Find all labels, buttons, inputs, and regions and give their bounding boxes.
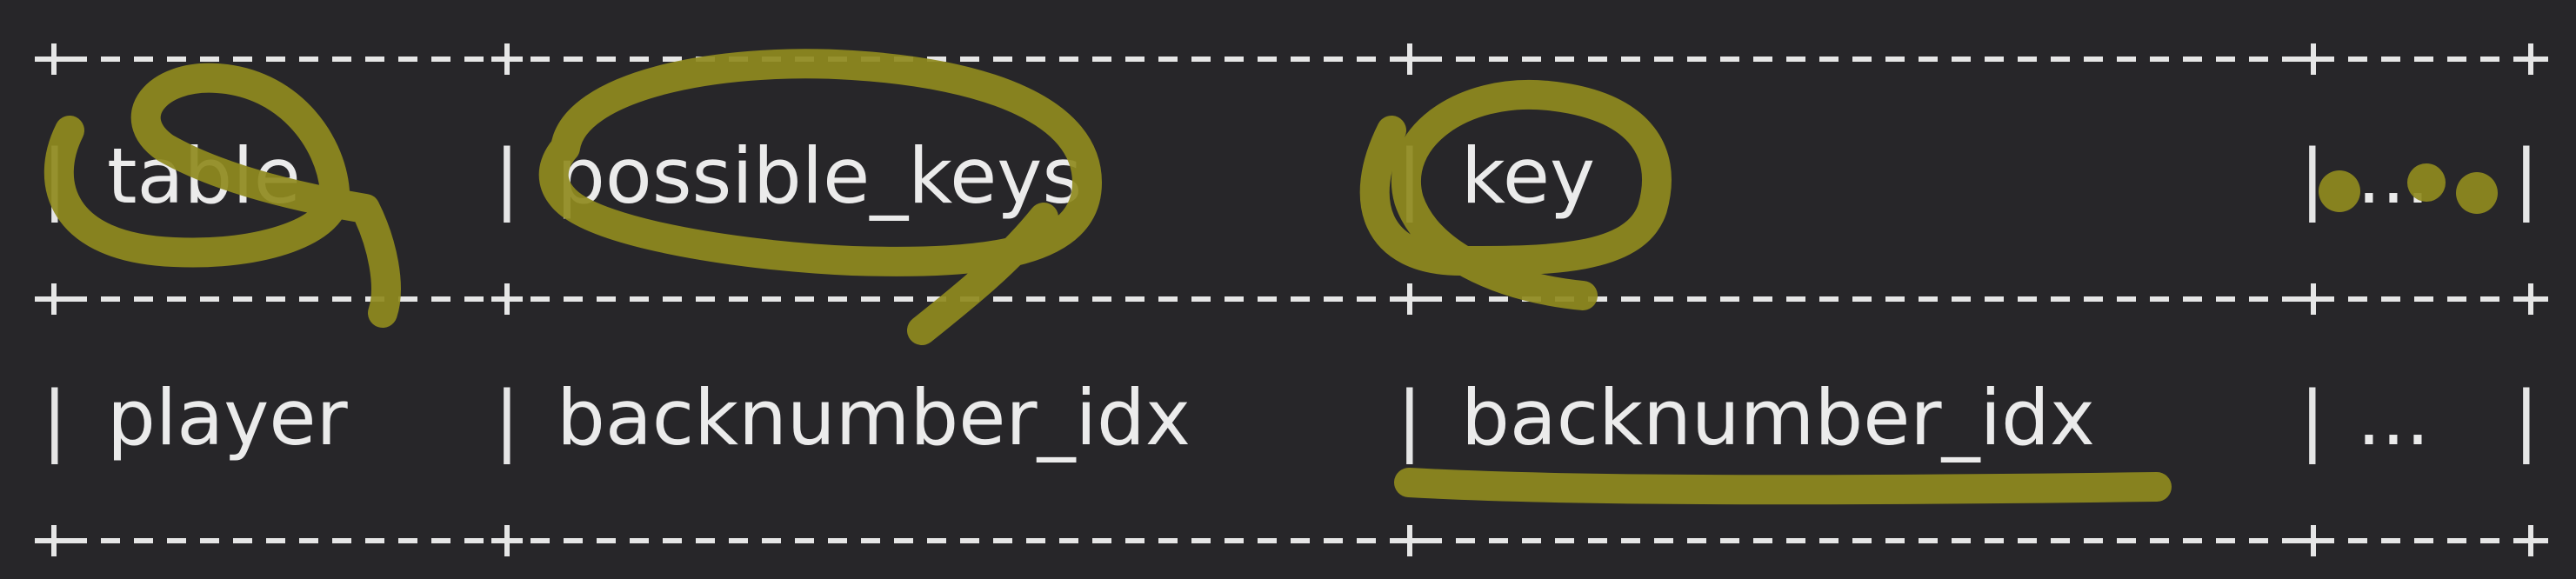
- column-header-key: key: [1461, 131, 1596, 221]
- column-divider: |: [2513, 375, 2539, 464]
- column-divider: |: [2299, 133, 2326, 223]
- column-divider: |: [2513, 133, 2539, 223]
- column-divider: |: [42, 375, 68, 464]
- table-cell-possible-keys: backnumber_idx: [557, 373, 1191, 463]
- column-divider: |: [494, 133, 520, 223]
- column-divider: |: [1397, 375, 1423, 464]
- table-cell-key: backnumber_idx: [1461, 373, 2095, 463]
- column-divider: |: [42, 133, 68, 223]
- table-separator-top: [35, 42, 2548, 77]
- table-separator-bottom: [35, 523, 2548, 558]
- table-separator-middle: [35, 282, 2548, 316]
- table-cell-table: player: [107, 373, 348, 463]
- table-cell-ellipsis: ...: [2357, 373, 2430, 463]
- column-divider: |: [494, 375, 520, 464]
- column-header-table: table: [107, 131, 301, 221]
- column-header-ellipsis: ...: [2357, 131, 2430, 221]
- column-divider: |: [2299, 375, 2326, 464]
- column-header-possible-keys: possible_keys: [557, 131, 1083, 221]
- annotation-underline-key: [1394, 468, 2172, 505]
- column-divider: |: [1397, 133, 1423, 223]
